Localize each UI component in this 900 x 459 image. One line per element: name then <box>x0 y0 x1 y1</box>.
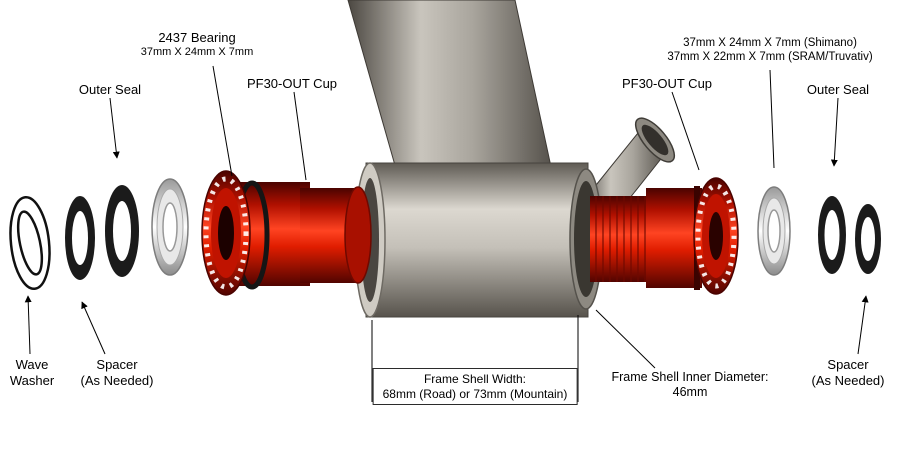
leader-outer-seal-right <box>830 97 839 167</box>
leader-cup-left <box>293 91 307 181</box>
leader-bearing-left <box>212 65 233 177</box>
outer-seal-left <box>105 185 139 277</box>
label-spacer-right-line1: Spacer <box>827 357 869 372</box>
wave-washer <box>9 195 51 291</box>
label-frame-inner-diameter-line2: 46mm <box>672 385 708 400</box>
label-spacer-right: Spacer (As Needed) <box>812 357 885 389</box>
label-outer-seal-left: Outer Seal <box>78 82 142 97</box>
label-spacer-right-line2: (As Needed) <box>811 372 885 388</box>
pf30-cup-right <box>590 177 739 295</box>
label-spacer-left: Spacer (As Needed) <box>81 357 154 389</box>
leader-wave-washer <box>24 295 32 355</box>
leader-cup-right <box>671 91 700 171</box>
frame-shell <box>354 162 603 318</box>
label-outer-seal-right: Outer Seal <box>806 82 870 97</box>
label-frame-shell-width-line2: 68mm (Road) or 73mm (Mountain) <box>382 386 568 401</box>
label-frame-shell-width-line1: Frame Shell Width: <box>423 372 527 386</box>
leader-spacer-left <box>81 301 106 355</box>
label-cup-right: PF30-OUT Cup <box>621 76 713 91</box>
label-cup-left: PF30-OUT Cup <box>246 76 338 91</box>
frame-seat-tube <box>347 0 557 191</box>
label-spacer-left-line2: (As Needed) <box>80 372 154 388</box>
label-bearing-left: 2437 Bearing 37mm X 24mm X 7mm <box>141 30 253 59</box>
label-frame-inner-diameter-line1: Frame Shell Inner Diameter: <box>611 370 769 384</box>
label-spacer-left-line1: Spacer <box>96 357 138 372</box>
label-frame-shell-width: Frame Shell Width: 68mm (Road) or 73mm (… <box>372 368 578 406</box>
spacer-left <box>65 196 95 280</box>
leader-inner-diameter <box>595 309 656 369</box>
label-bearing-right-line2: 37mm X 22mm X 7mm (SRAM/Truvativ) <box>667 51 873 64</box>
outer-seal-right <box>818 196 846 274</box>
label-bearing-left-title: 2437 Bearing <box>158 30 236 45</box>
leader-spacer-right <box>857 295 869 355</box>
bearing-right <box>757 186 791 276</box>
label-wave-washer: Wave Washer <box>10 357 54 389</box>
label-bearing-right-line1: 37mm X 24mm X 7mm (Shimano) <box>683 37 857 49</box>
spacer-right <box>855 204 881 274</box>
leader-bearing-right <box>769 69 775 169</box>
bearing-left <box>151 178 189 276</box>
label-frame-inner-diameter: Frame Shell Inner Diameter: 46mm <box>611 370 768 401</box>
leader-lines <box>24 65 869 369</box>
label-wave-washer-line1: Wave <box>15 357 49 372</box>
label-bearing-left-sub: 37mm X 24mm X 7mm <box>140 45 254 58</box>
pf30-cup-left <box>201 170 372 296</box>
label-bearing-right: 37mm X 24mm X 7mm (Shimano) 37mm X 22mm … <box>667 36 872 64</box>
label-wave-washer-line2: Washer <box>9 372 55 388</box>
leader-outer-seal-left <box>109 97 120 159</box>
